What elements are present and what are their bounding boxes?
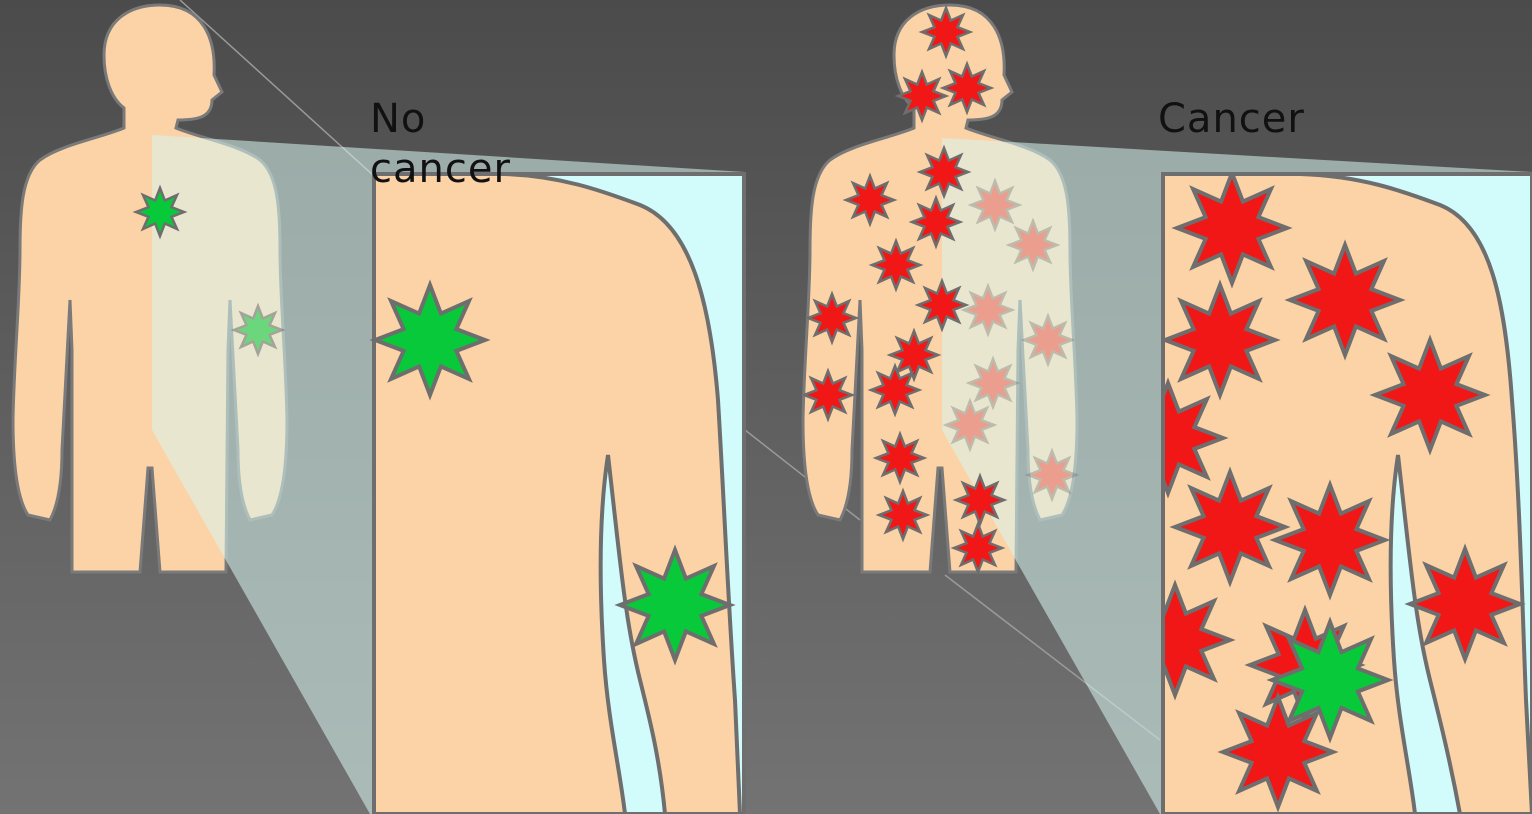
- cancer-cell-star-icon: [918, 281, 966, 329]
- cancer-cell-star-icon: [808, 294, 856, 342]
- cancer-cell-star-icon: [946, 401, 994, 449]
- cancer-cell-star-icon: [1410, 549, 1520, 659]
- cancer-cell-star-icon: [971, 181, 1019, 229]
- healthy-cell-star-icon: [234, 306, 282, 354]
- cancer-cell-star-icon: [871, 366, 919, 414]
- zoomed-shoulder-arm: [374, 174, 740, 814]
- healthy-cell-star-icon: [136, 188, 184, 236]
- cancer-cell-star-icon: [872, 241, 920, 289]
- cancer-cell-star-icon: [1290, 245, 1400, 355]
- cancer-cell-star-icon: [943, 64, 991, 112]
- cancer-cell-star-icon: [846, 176, 894, 224]
- cancer-cell-star-icon: [969, 359, 1017, 407]
- cancer-cell-star-icon: [956, 476, 1004, 524]
- panel-label-cancer: Cancer: [1158, 94, 1288, 144]
- cancer-cell-star-icon: [1223, 697, 1333, 807]
- panel-label-no-cancer: No cancer: [370, 94, 530, 194]
- healthy-cell-star-icon: [375, 285, 485, 395]
- cancer-cell-star-icon: [1165, 285, 1275, 395]
- healthy-cell-star-icon: [1272, 622, 1388, 738]
- cancer-cell-star-icon: [879, 491, 927, 539]
- cancer-cell-star-icon: [804, 371, 852, 419]
- cancer-cell-star-icon: [1375, 340, 1485, 450]
- cancer-cell-star-icon: [964, 286, 1012, 334]
- cancer-cell-star-icon: [1275, 485, 1385, 595]
- cancer-cell-star-icon: [1175, 472, 1285, 582]
- cancer-cell-star-icon: [920, 148, 968, 196]
- cancer-cell-star-icon: [1009, 221, 1057, 269]
- cancer-cell-star-icon: [1024, 316, 1072, 364]
- cancer-cell-star-icon: [954, 524, 1002, 572]
- cancer-cell-star-icon: [1028, 451, 1076, 499]
- cancer-cell-star-icon: [876, 434, 924, 482]
- cancer-cell-star-icon: [912, 198, 960, 246]
- healthy-cell-star-icon: [620, 550, 730, 660]
- cancer-cell-star-icon: [922, 8, 970, 56]
- cancer-cell-star-icon: [1177, 173, 1287, 283]
- cancer-cell-star-icon: [898, 72, 946, 120]
